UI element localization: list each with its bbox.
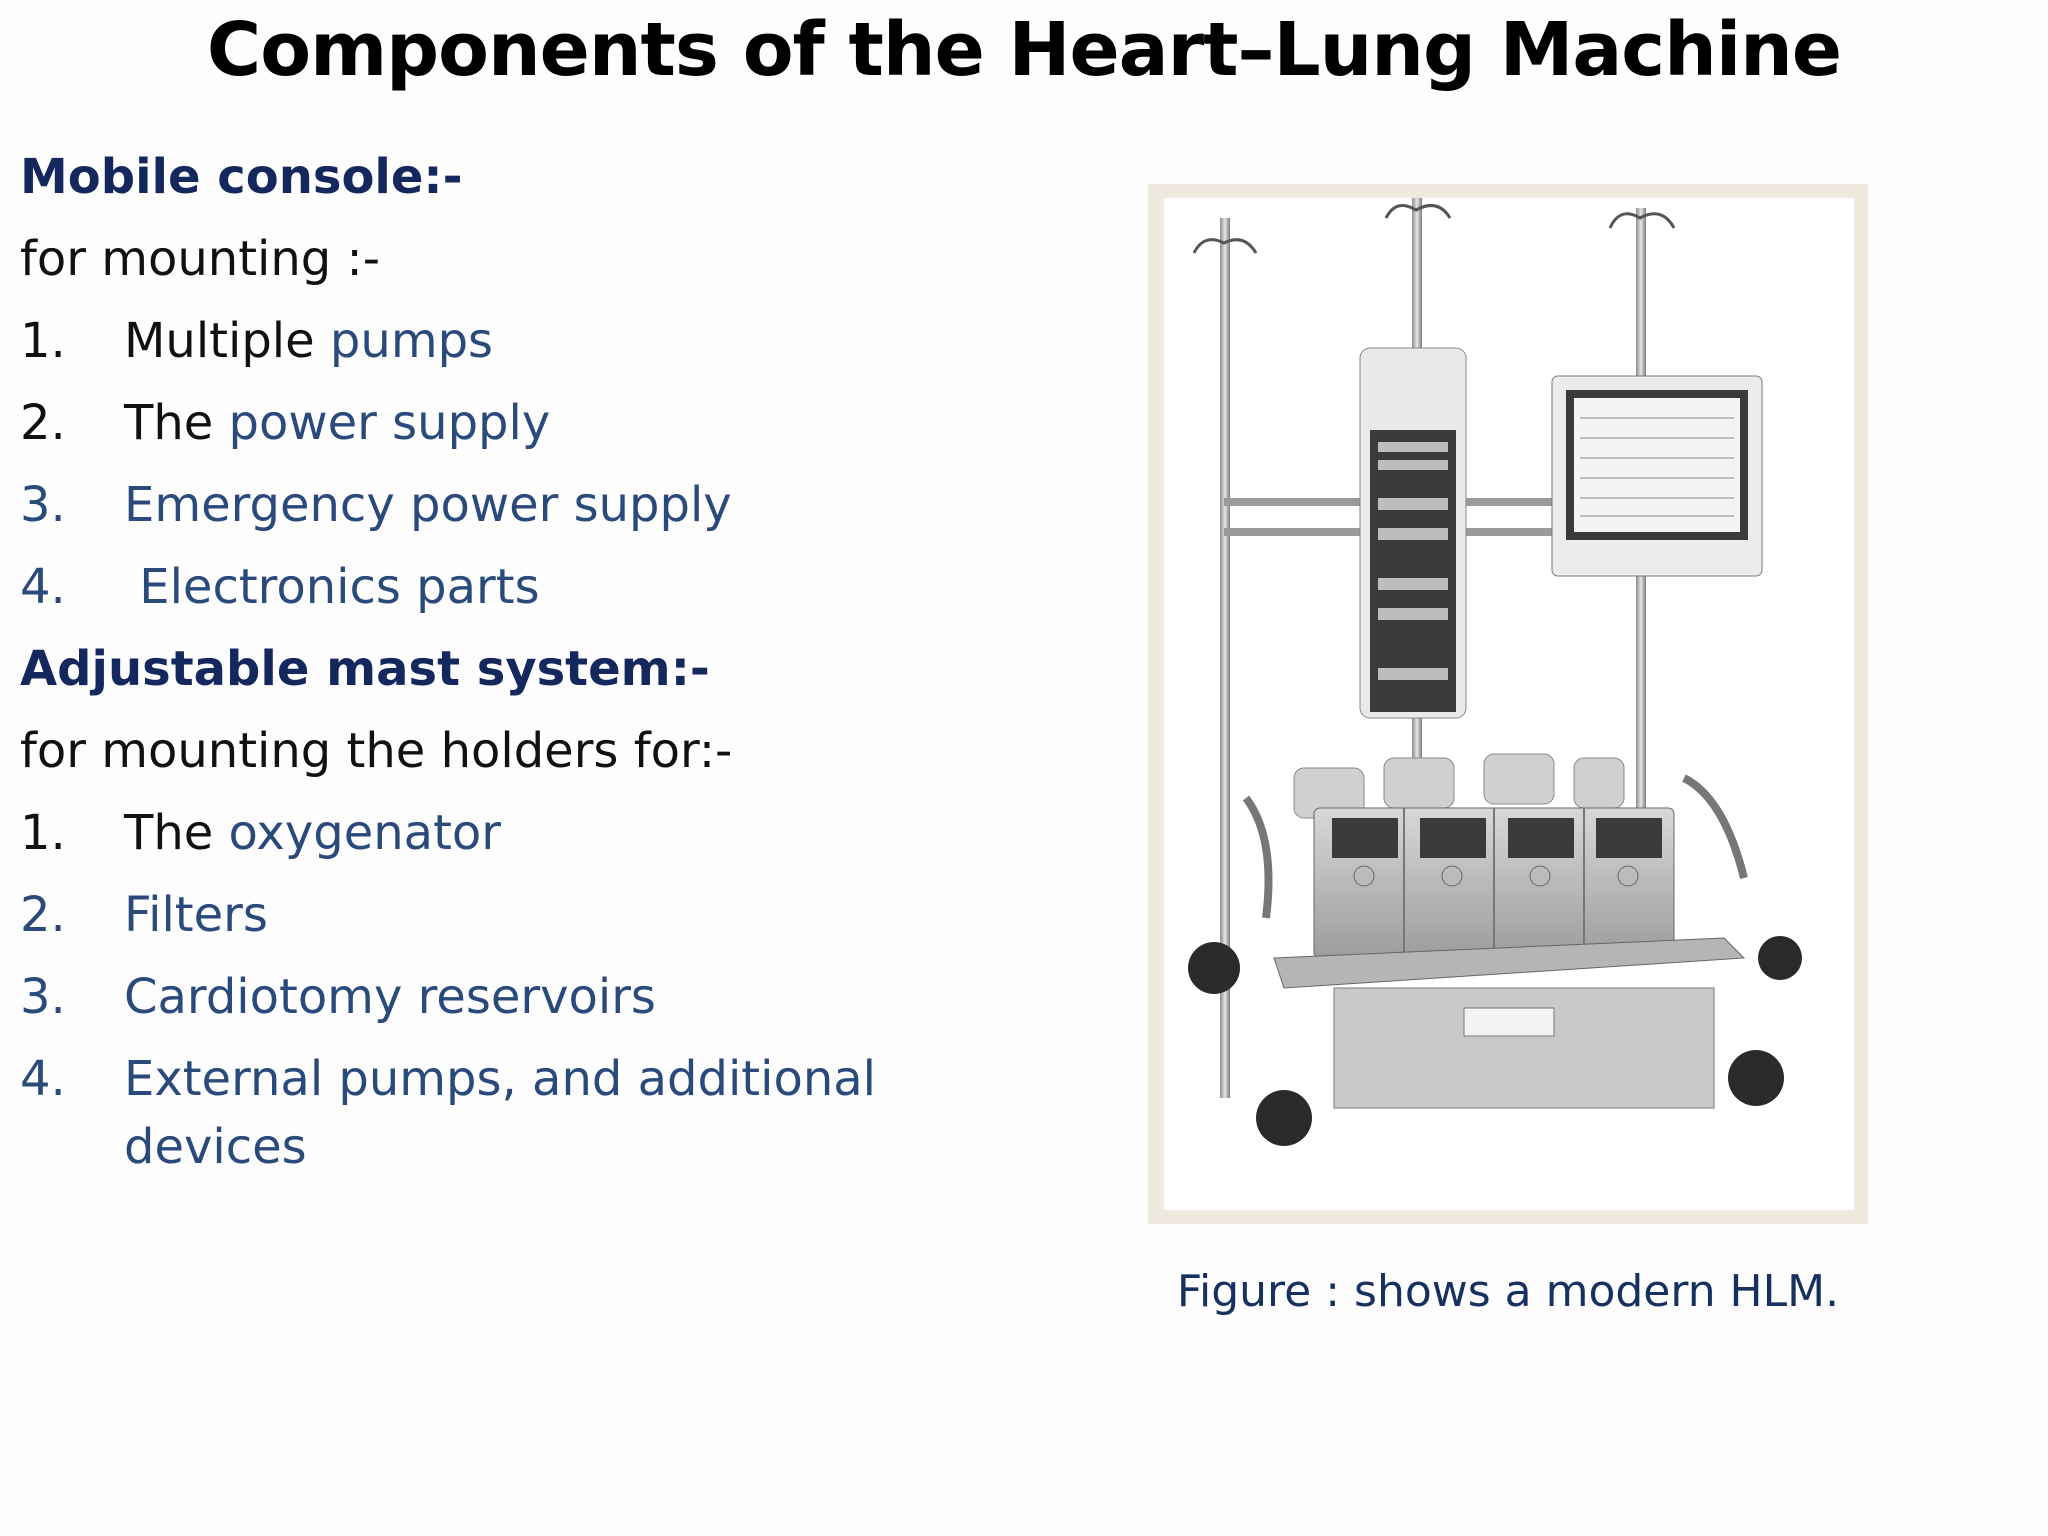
- section-heading-mobile-console: Mobile console:-: [20, 149, 463, 205]
- slide-title: Components of the Heart–Lung Machine: [206, 7, 1842, 93]
- list-number: 2.: [20, 887, 66, 943]
- list-term: pumps: [329, 313, 494, 369]
- list-number: 1.: [20, 313, 66, 369]
- list-item: 4. External pumps, and additional device…: [20, 1038, 900, 1178]
- section-intro: for mounting the holders for:-: [20, 723, 733, 779]
- list-number: 3.: [20, 969, 66, 1025]
- list-item: 1. The oxygenator: [20, 792, 900, 874]
- figure-caption: Figure : shows a modern HLM.: [1176, 1266, 1840, 1317]
- list-term: power supply: [228, 395, 551, 451]
- section-heading-adjustable-mast: Adjustable mast system:-: [20, 641, 710, 697]
- list-term: Filters: [124, 887, 268, 943]
- list-number: 4.: [20, 559, 66, 615]
- list-prefix: Multiple: [124, 313, 330, 369]
- list-number: 2.: [20, 395, 66, 451]
- list-prefix: The: [124, 395, 229, 451]
- list-term: oxygenator: [228, 805, 501, 861]
- list-item: 2. The power supply: [20, 382, 900, 464]
- list-term: Cardiotomy reservoirs: [124, 969, 656, 1025]
- list-number: 3.: [20, 477, 66, 533]
- list-item: 2. Filters: [20, 874, 900, 956]
- list-item: 3. Emergency power supply: [20, 464, 900, 546]
- list-prefix: The: [124, 805, 229, 861]
- list-term: Emergency power supply: [124, 477, 732, 533]
- list-number: 4.: [20, 1051, 66, 1107]
- list-term: External pumps, and additional devices: [124, 1051, 876, 1175]
- list-item: 4. Electronics parts: [20, 546, 900, 628]
- text-content: Mobile console:- for mounting :- 1. Mult…: [20, 136, 900, 1178]
- list-item: 3. Cardiotomy reservoirs: [20, 956, 900, 1038]
- section-intro: for mounting :-: [20, 231, 381, 287]
- list-number: 1.: [20, 805, 66, 861]
- list-term: Electronics parts: [124, 559, 540, 615]
- list-item: 1. Multiple pumps: [20, 300, 900, 382]
- heart-lung-machine-image: [1164, 198, 1854, 1210]
